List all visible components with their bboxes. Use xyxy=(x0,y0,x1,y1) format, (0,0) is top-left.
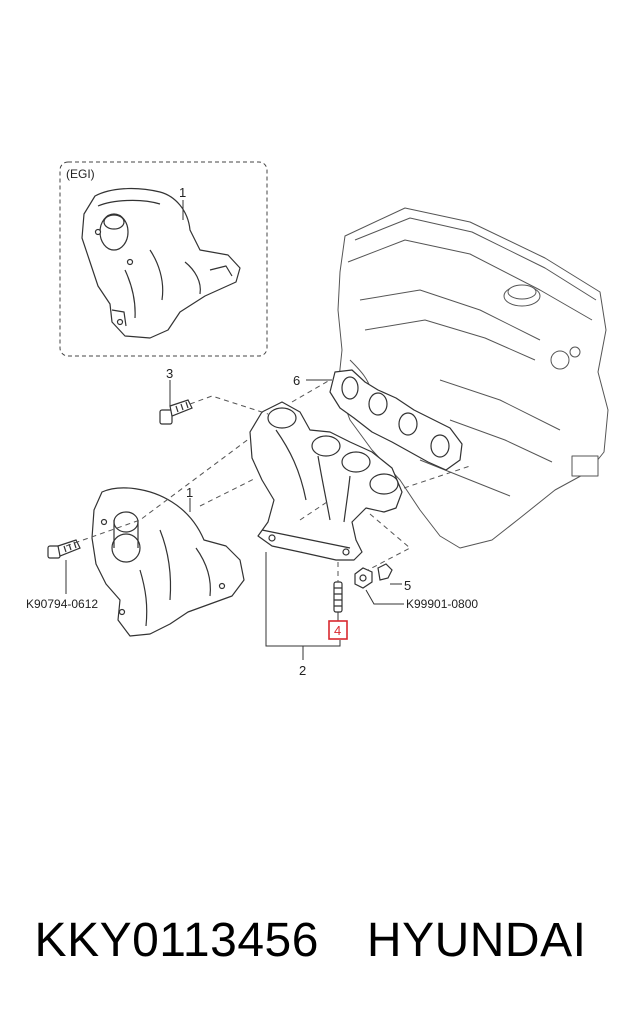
callout-5: 5 xyxy=(404,578,411,593)
part-code-nut: K99901-0800 xyxy=(406,597,478,611)
callout-1-main: 1 xyxy=(186,485,193,500)
bolt-k90794-drawing xyxy=(47,539,81,559)
part-number: KKY0113456 xyxy=(34,913,319,967)
heat-shield-main-drawing xyxy=(91,487,245,637)
gasket-drawing xyxy=(329,369,463,471)
callout-3: 3 xyxy=(166,366,173,381)
assembly-dashed-lines xyxy=(65,379,471,582)
callout-2: 2 xyxy=(299,663,306,678)
egi-inset: (EGI) 1 xyxy=(59,161,268,357)
brand-name: HYUNDAI xyxy=(366,913,587,967)
nut-drawing xyxy=(354,563,393,589)
product-caption: KKY0113456 HYUNDAI xyxy=(0,900,621,980)
bolt-3-drawing xyxy=(159,399,193,425)
egi-inset-border xyxy=(59,161,268,357)
stud-4-drawing xyxy=(333,581,343,613)
leader-k99901 xyxy=(365,589,404,605)
callout-4: 4 xyxy=(334,623,341,638)
exhaust-manifold-diagram: (EGI) 1 xyxy=(26,161,609,678)
callout-6: 6 xyxy=(293,373,300,388)
heat-shield-inset-drawing xyxy=(81,187,241,339)
engine-block-drawing xyxy=(337,207,609,549)
callout-1-inset: 1 xyxy=(179,185,186,200)
egi-label: (EGI) xyxy=(66,167,95,181)
callout-4-highlight-box xyxy=(328,620,348,640)
part-code-bolt: K90794-0612 xyxy=(26,597,98,611)
exhaust-manifold-drawing xyxy=(249,401,403,561)
